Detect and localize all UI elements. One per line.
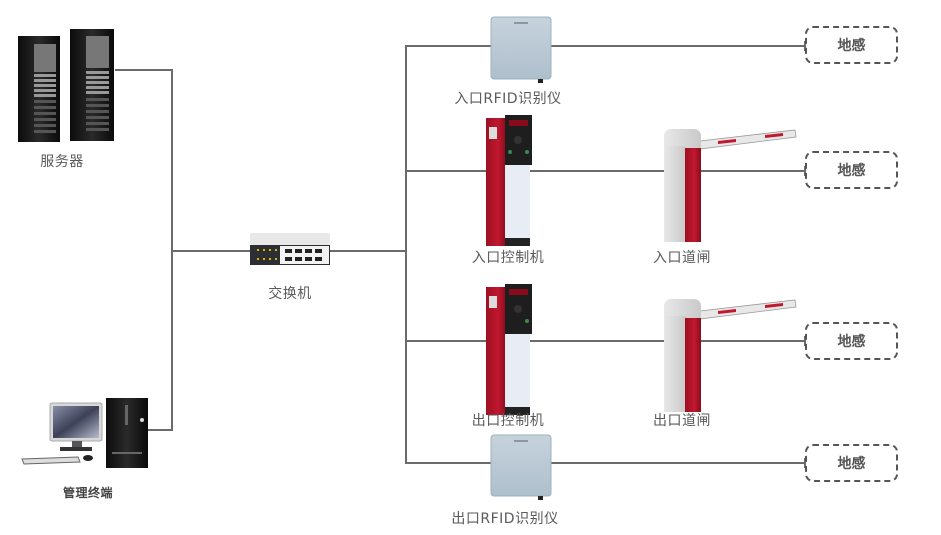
- terminal-label: 管理终端: [62, 486, 114, 500]
- barrier-gate-icon: [664, 299, 797, 412]
- server-label: 服务器: [40, 154, 84, 170]
- desktop-computer-icon: [21, 398, 148, 468]
- exit-barrier-label: 出口道闸: [653, 413, 711, 429]
- rfid-reader-icon: [490, 16, 552, 83]
- exit-rfid-label: 出口RFID识别仪: [451, 511, 559, 527]
- exit-controller-label: 出口控制机: [471, 413, 545, 429]
- barrier-gate-icon: [664, 129, 797, 242]
- parking-controller-icon: [486, 115, 532, 246]
- server-rack-icon: [18, 29, 114, 142]
- ground-sensor-1: 地感: [805, 26, 898, 64]
- entry-rfid-label: 入口RFID识别仪: [454, 91, 562, 107]
- ground-sensor-3: 地感: [805, 322, 898, 360]
- entry-barrier-label: 入口道闸: [653, 250, 711, 266]
- ground-sensor-4: 地感: [805, 444, 898, 482]
- rfid-reader-icon: [490, 434, 552, 500]
- switch-label: 交换机: [268, 286, 312, 302]
- edge-server-switch: [115, 69, 173, 431]
- network-switch-icon: [250, 233, 330, 265]
- ground-sensor-2: 地感: [805, 151, 898, 189]
- entry-controller-label: 入口控制机: [471, 250, 545, 266]
- parking-controller-icon: [486, 284, 532, 415]
